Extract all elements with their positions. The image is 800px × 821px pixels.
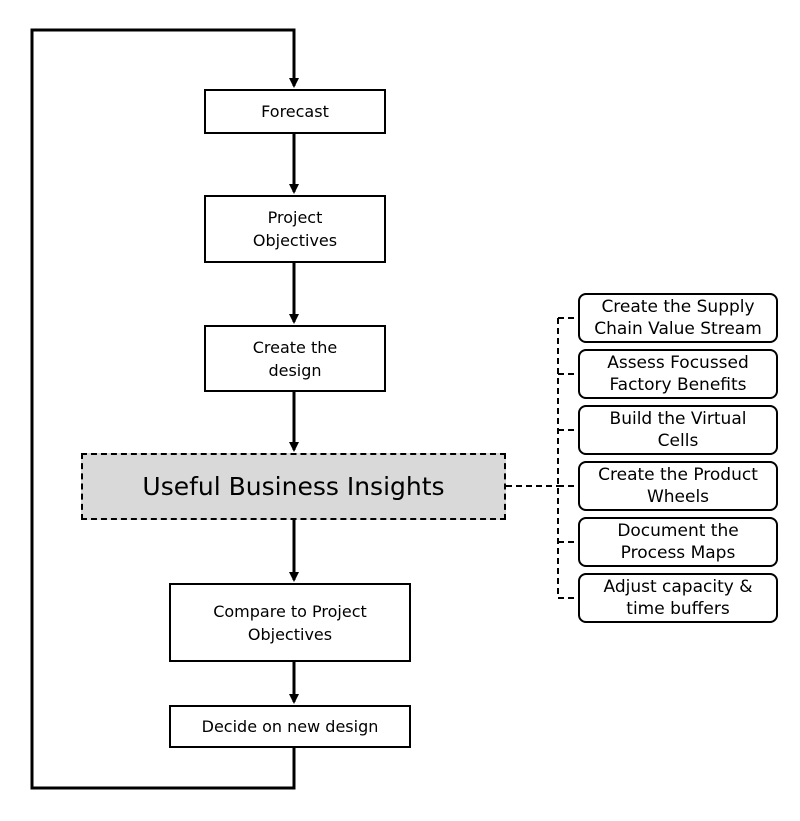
- forecast-box: Forecast: [204, 89, 386, 134]
- insight-step-label: Build the Virtual Cells: [609, 409, 747, 451]
- project-objectives-box: Project Objectives: [204, 195, 386, 263]
- insight-step-box: Build the Virtual Cells: [578, 405, 778, 455]
- useful-business-insights-box: Useful Business Insights: [81, 453, 506, 520]
- feedback-loop-line: [30, 28, 299, 790]
- decide-design-box: Decide on new design: [169, 705, 411, 748]
- create-design-label: Create the design: [252, 337, 338, 380]
- useful-business-insights-label: Useful Business Insights: [142, 471, 445, 501]
- insight-step-label: Create the Supply Chain Value Stream: [594, 297, 762, 339]
- create-design-box: Create the design: [204, 325, 386, 392]
- forecast-label: Forecast: [261, 102, 329, 121]
- compare-objectives-label: Compare to Project Objectives: [213, 601, 367, 644]
- insight-bracket: [506, 317, 578, 599]
- project-objectives-label: Project Objectives: [252, 208, 338, 250]
- insight-step-label: Create the Product Wheels: [598, 465, 758, 507]
- insight-step-box: Assess Focussed Factory Benefits: [578, 349, 778, 399]
- insight-step-label: Document the Process Maps: [617, 521, 739, 563]
- insight-step-box: Adjust capacity & time buffers: [578, 573, 778, 623]
- insight-step-box: Create the Supply Chain Value Stream: [578, 293, 778, 343]
- insight-step-box: Create the Product Wheels: [578, 461, 778, 511]
- insight-step-box: Document the Process Maps: [578, 517, 778, 567]
- insight-step-label: Assess Focussed Factory Benefits: [607, 353, 749, 395]
- insight-step-label: Adjust capacity & time buffers: [603, 577, 753, 619]
- compare-objectives-box: Compare to Project Objectives: [169, 583, 411, 662]
- decide-design-label: Decide on new design: [201, 717, 379, 736]
